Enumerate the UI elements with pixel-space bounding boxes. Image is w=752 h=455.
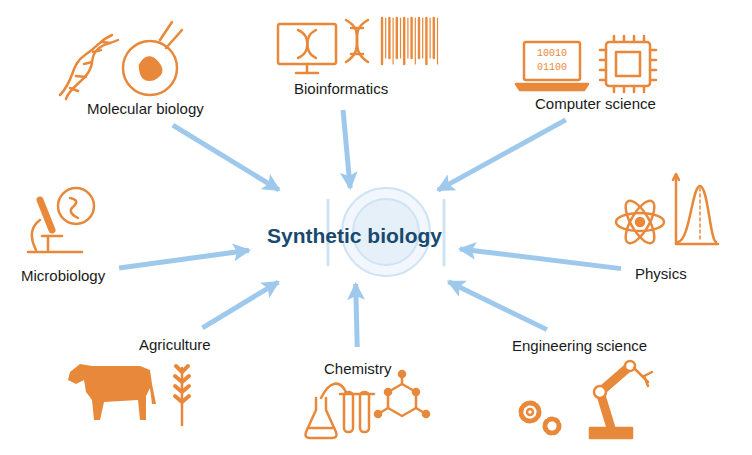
field-name: Computer science <box>535 95 656 112</box>
barcode-bar <box>425 18 427 64</box>
flow-arrow <box>343 110 350 188</box>
robot-arm-icon <box>590 361 652 438</box>
barcode-bar <box>418 18 420 58</box>
flask-icon <box>306 384 375 438</box>
monitor-icon <box>278 24 336 73</box>
flow-arrow <box>202 282 278 328</box>
dna-icon <box>60 35 118 99</box>
central-topic: Synthetic biology <box>253 192 456 280</box>
gear-icon <box>521 403 559 433</box>
chip-icon <box>600 36 656 92</box>
barcode-bar <box>415 18 416 64</box>
barcode-bar <box>403 18 405 64</box>
barcode-bar <box>430 18 431 58</box>
molecule-icon <box>375 371 429 417</box>
barcode-bar <box>410 18 412 58</box>
binary-digits: 10010 <box>537 49 567 59</box>
barcode-bar <box>437 18 438 64</box>
barcode-bar <box>400 18 401 58</box>
flow-arrow <box>449 282 547 330</box>
flow-arrow <box>119 250 249 268</box>
field-name: Molecular biology <box>87 100 204 117</box>
cell-icon <box>123 22 182 95</box>
field-name: Engineering science <box>512 337 647 354</box>
field-label: Microbiology <box>17 264 109 287</box>
binary-digits: 01100 <box>537 63 567 73</box>
barcode-bar <box>385 18 386 58</box>
flow-arrow <box>438 120 566 190</box>
flow-arrow <box>460 249 621 269</box>
field-label: Molecular biology <box>83 97 208 120</box>
bell-curve-icon <box>673 174 718 244</box>
field-name: Agriculture <box>139 336 211 353</box>
wheat-icon <box>175 366 189 425</box>
field-label: Chemistry <box>320 357 396 380</box>
barcode-bar <box>422 18 423 58</box>
barcode-icon <box>382 18 438 64</box>
atom-icon <box>616 197 664 248</box>
barcode-bar <box>407 18 408 58</box>
field-label: Computer science <box>531 92 660 115</box>
field-name: Bioinformatics <box>294 80 388 97</box>
field-label: Bioinformatics <box>290 77 392 100</box>
cow-icon <box>68 364 156 420</box>
flow-arrow <box>356 284 358 347</box>
field-label: Engineering science <box>508 334 651 357</box>
barcode-bar <box>433 18 435 58</box>
barcode-bar <box>396 18 398 58</box>
central-title: Synthetic biology <box>267 224 442 248</box>
laptop-icon <box>516 42 588 90</box>
barcode-bar <box>388 18 390 58</box>
dna-icon <box>346 20 368 62</box>
field-label: Agriculture <box>135 333 215 356</box>
field-name: Physics <box>635 265 687 282</box>
barcode-bar <box>393 18 394 64</box>
field-name: Microbiology <box>21 267 105 284</box>
flow-arrow <box>173 125 279 190</box>
field-label: Physics <box>631 262 691 285</box>
microscope-icon <box>28 188 94 252</box>
field-name: Chemistry <box>324 360 392 377</box>
barcode-bar <box>381 18 383 64</box>
